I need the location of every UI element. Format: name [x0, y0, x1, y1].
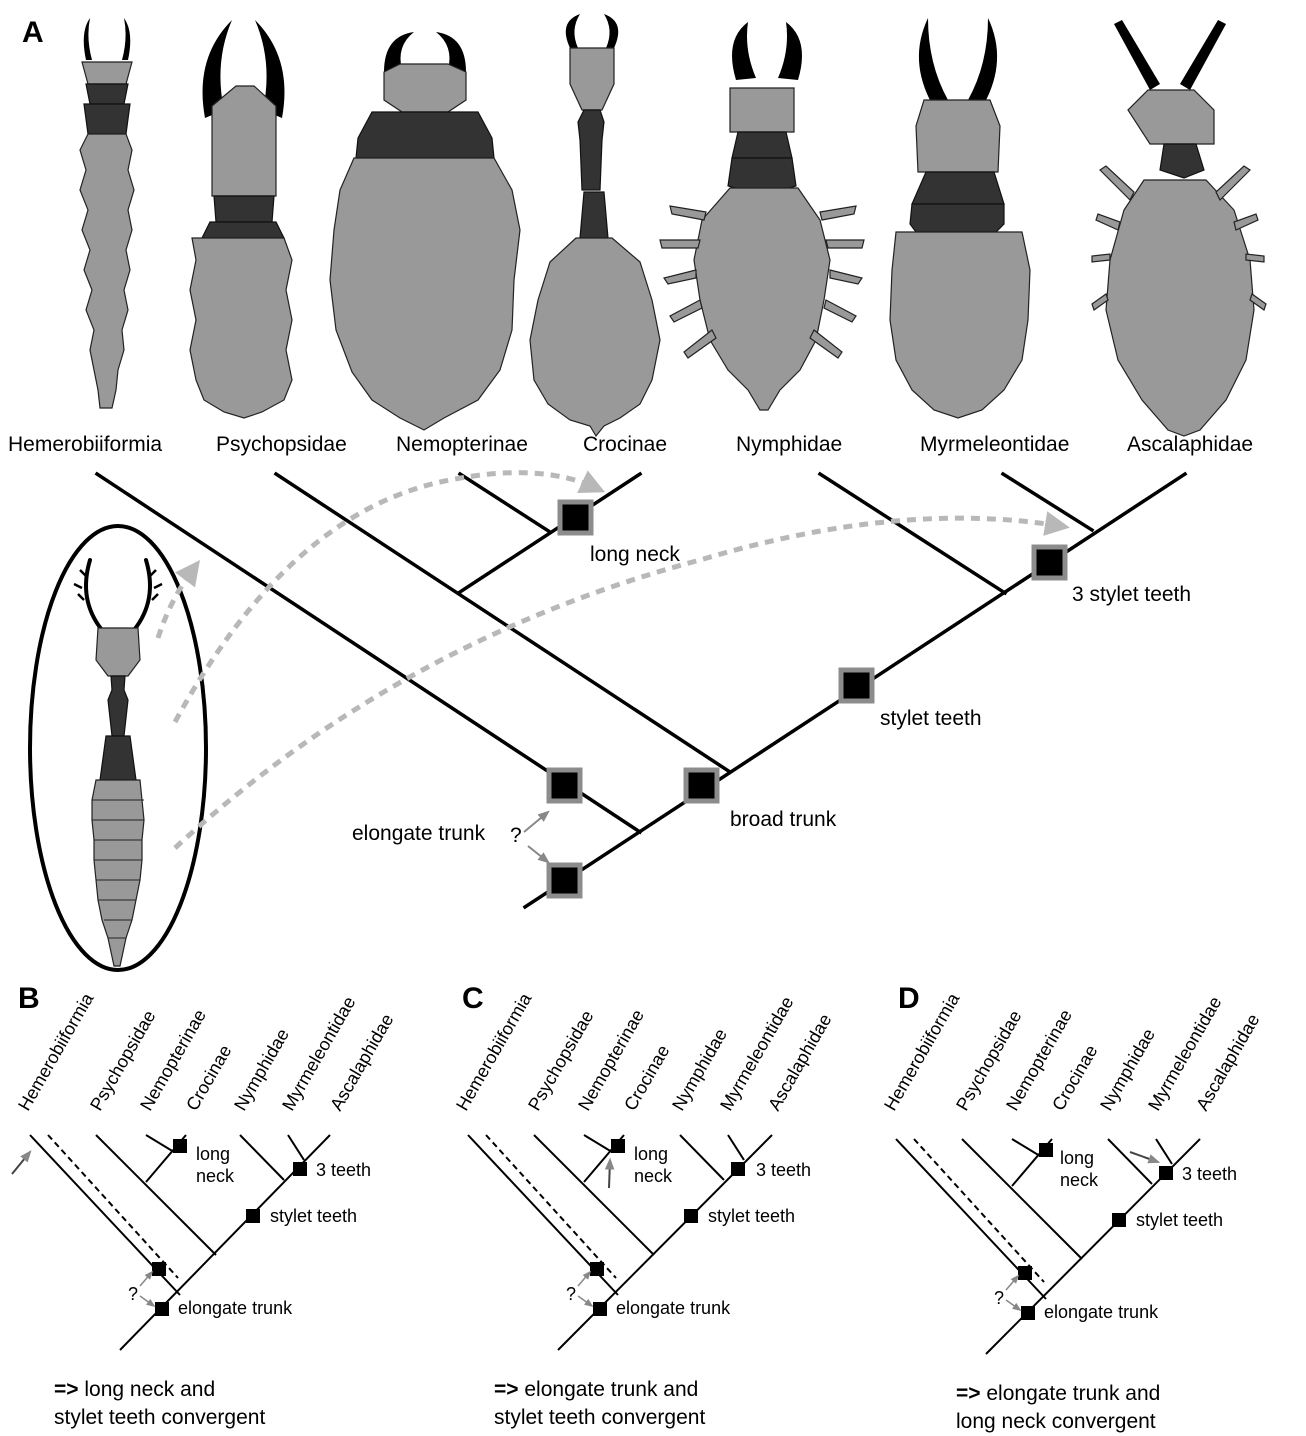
larva-nymphidae [660, 22, 864, 410]
phylogenetic-tree-a [97, 474, 1185, 907]
marker-stylet-teeth [841, 670, 872, 701]
conclusion-b-line2: stylet teeth convergent [54, 1406, 265, 1429]
label-neck: neck [634, 1166, 673, 1186]
label-3-teeth: 3 teeth [1182, 1164, 1237, 1184]
question-mark: ? [994, 1288, 1004, 1308]
marker-elongate-trunk-lower [593, 1302, 607, 1316]
larva-myrmeleontidae [890, 18, 1030, 418]
tree-panel-c: Hemerobiiformia Psychopsidae Nemopterina… [452, 989, 835, 1429]
larva-ascalaphidae [1092, 20, 1266, 436]
taxon-label: Hemerobiiformia [8, 433, 162, 456]
label-stylet-teeth: stylet teeth [270, 1206, 357, 1226]
taxon-label: Crocinae [182, 1042, 235, 1114]
label-3-teeth: 3 teeth [756, 1160, 811, 1180]
marker-stylet-teeth [246, 1209, 260, 1223]
taxon-label: Crocinae [583, 433, 667, 456]
label-neck: neck [1060, 1170, 1099, 1190]
label-broad-trunk: broad trunk [730, 808, 837, 831]
highlight-arrow [609, 1160, 610, 1188]
label-stylet-teeth: stylet teeth [880, 707, 982, 730]
tree-panel-d: Hemerobiiformia Psychopsidae Nemopterina… [880, 989, 1263, 1433]
label-elongate-trunk: elongate trunk [616, 1298, 731, 1318]
label-3-teeth: 3 teeth [316, 1160, 371, 1180]
taxon-label: Myrmeleontidae [920, 433, 1069, 456]
marker-broad-trunk [686, 770, 717, 801]
highlight-arrow [12, 1152, 30, 1174]
marker-elongate-trunk-lower [549, 865, 580, 896]
taxon-label: Ascalaphidae [1127, 433, 1253, 456]
label-long: long [1060, 1148, 1094, 1168]
conclusion-d-line1: => elongate trunk and [956, 1382, 1160, 1405]
label-long: long [634, 1144, 668, 1164]
taxon-label: Crocinae [1048, 1042, 1101, 1114]
dashed-arrows [158, 473, 1060, 848]
taxon-label: Psychopsidae [216, 433, 347, 456]
panel-label-a: A [22, 16, 44, 49]
marker-long-neck [173, 1139, 187, 1153]
label-stylet-teeth: stylet teeth [708, 1206, 795, 1226]
question-mark: ? [510, 824, 522, 847]
taxon-label: Crocinae [620, 1042, 673, 1114]
highlight-arrow [1130, 1152, 1158, 1162]
taxon-labels-a: Hemerobiiformia Psychopsidae Nemopterina… [8, 433, 1253, 456]
larva-psychopsidae [190, 20, 292, 418]
question-mark: ? [566, 1284, 576, 1304]
panel-label-c: C [462, 982, 484, 1015]
label-long: long [196, 1144, 230, 1164]
marker-stylet-teeth [1112, 1213, 1126, 1227]
label-elongate-trunk: elongate trunk [1044, 1302, 1159, 1322]
marker-3-teeth [1159, 1166, 1173, 1180]
label-elongate-trunk: elongate trunk [178, 1298, 293, 1318]
larva-crocinae [530, 14, 660, 436]
question-mark: ? [128, 1284, 138, 1304]
marker-long-neck [560, 502, 591, 533]
marker-stylet-teeth [684, 1209, 698, 1223]
tree-panel-b: Hemerobiiformia Psychopsidae Nemopterina… [12, 989, 398, 1429]
marker-elongate-trunk-upper [549, 770, 580, 801]
taxon-label: Nemopterinae [396, 433, 528, 456]
panel-label-d: D [898, 982, 920, 1015]
taxon-label: Hemerobiiformia [880, 989, 964, 1114]
marker-elongate-trunk-upper [1018, 1266, 1032, 1280]
label-3-stylet-teeth: 3 stylet teeth [1072, 583, 1191, 606]
taxon-labels-c: Hemerobiiformia Psychopsidae Nemopterina… [452, 989, 835, 1114]
larva-nemopterinae [330, 32, 520, 430]
conclusion-c-line2: stylet teeth convergent [494, 1406, 705, 1429]
label-long-neck: long neck [590, 543, 680, 566]
taxon-labels-d: Hemerobiiformia Psychopsidae Nemopterina… [880, 989, 1263, 1114]
marker-long-neck [611, 1139, 625, 1153]
conclusion-c-line1: => elongate trunk and [494, 1378, 698, 1401]
marker-3-teeth [293, 1162, 307, 1176]
label-stylet-teeth: stylet teeth [1136, 1210, 1223, 1230]
taxon-label: Nymphidae [736, 433, 842, 456]
marker-elongate-trunk-upper [152, 1262, 166, 1276]
marker-elongate-trunk-lower [155, 1302, 169, 1316]
marker-elongate-trunk-upper [590, 1262, 604, 1276]
taxon-labels-b: Hemerobiiformia Psychopsidae Nemopterina… [14, 989, 397, 1114]
uncertainty-arrows-a [524, 812, 548, 862]
marker-3-stylet-teeth [1034, 547, 1065, 578]
marker-long-neck [1039, 1143, 1053, 1157]
marker-3-teeth [731, 1162, 745, 1176]
panel-label-b: B [18, 982, 40, 1015]
label-elongate-trunk: elongate trunk [352, 822, 486, 845]
marker-elongate-trunk-lower [1021, 1306, 1035, 1320]
larva-hemerobiiformia [80, 18, 134, 408]
conclusion-b-line1: => long neck and [54, 1378, 215, 1401]
label-neck: neck [196, 1166, 235, 1186]
conclusion-d-line2: long neck convergent [956, 1410, 1156, 1433]
